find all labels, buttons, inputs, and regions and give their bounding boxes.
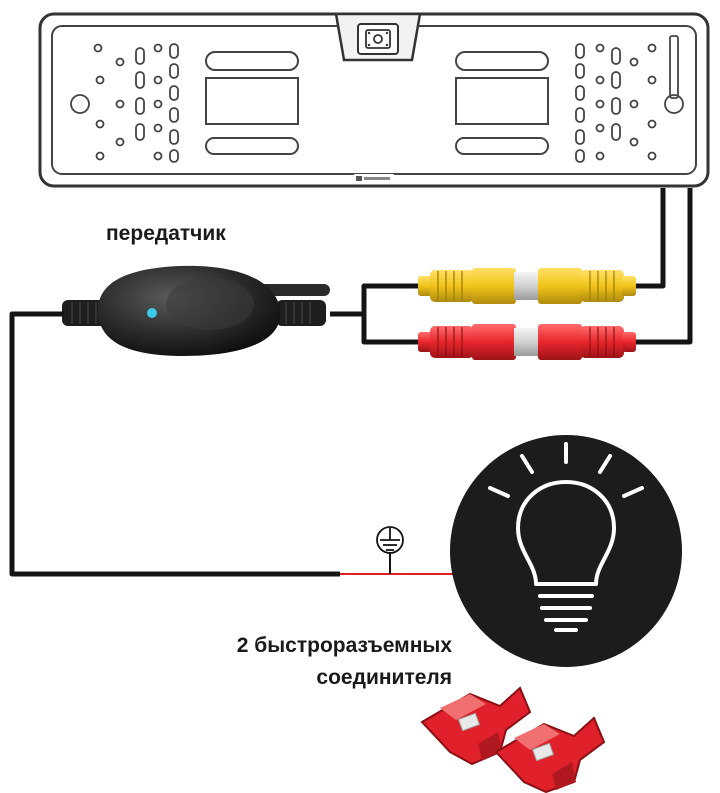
lamp-indicator	[450, 435, 682, 667]
transmitter-label: передатчик	[106, 222, 226, 245]
status-led-icon	[147, 308, 157, 318]
rca-yellow-pair	[418, 268, 636, 304]
light-bulb-icon	[488, 442, 644, 632]
license-plate-frame	[38, 12, 710, 188]
power-cable	[9, 311, 470, 577]
ground-symbol-icon	[376, 526, 404, 554]
rca-red-pair	[418, 324, 636, 360]
camera-module-icon	[334, 12, 422, 62]
transmitter-output-cables	[330, 283, 418, 345]
connectors-label-line2: соединителя	[316, 666, 452, 689]
connectors-label-line1: 2 быстроразъемных	[236, 634, 452, 657]
plate-cables	[636, 188, 693, 345]
transmitter-unit	[62, 265, 330, 356]
quick-connector-2	[494, 716, 606, 793]
